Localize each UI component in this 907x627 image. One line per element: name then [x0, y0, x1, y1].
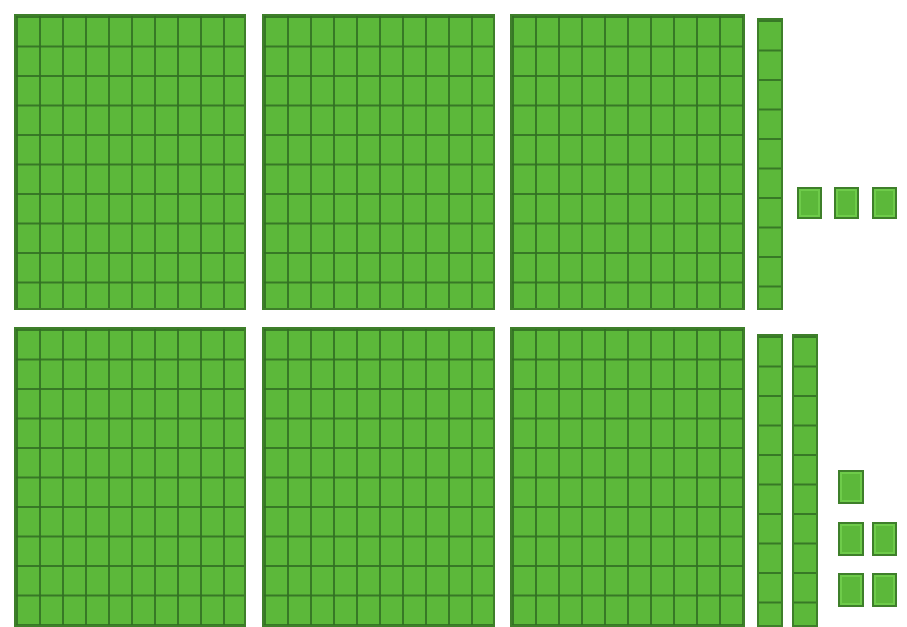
hundred-flat: [14, 327, 246, 627]
hundred-flat: [14, 14, 246, 310]
hundred-flat: [262, 327, 495, 627]
one-unit: [872, 187, 897, 219]
ten-rod: [757, 18, 783, 310]
one-unit: [797, 187, 822, 219]
hundred-flat: [510, 14, 745, 310]
one-unit: [838, 522, 864, 556]
ten-rod: [792, 334, 818, 627]
one-unit: [838, 573, 864, 607]
one-unit: [834, 187, 859, 219]
ten-rod: [757, 334, 783, 627]
hundred-flat: [510, 327, 745, 627]
one-unit: [872, 573, 897, 607]
one-unit: [872, 522, 897, 556]
hundred-flat: [262, 14, 495, 310]
one-unit: [838, 470, 864, 504]
